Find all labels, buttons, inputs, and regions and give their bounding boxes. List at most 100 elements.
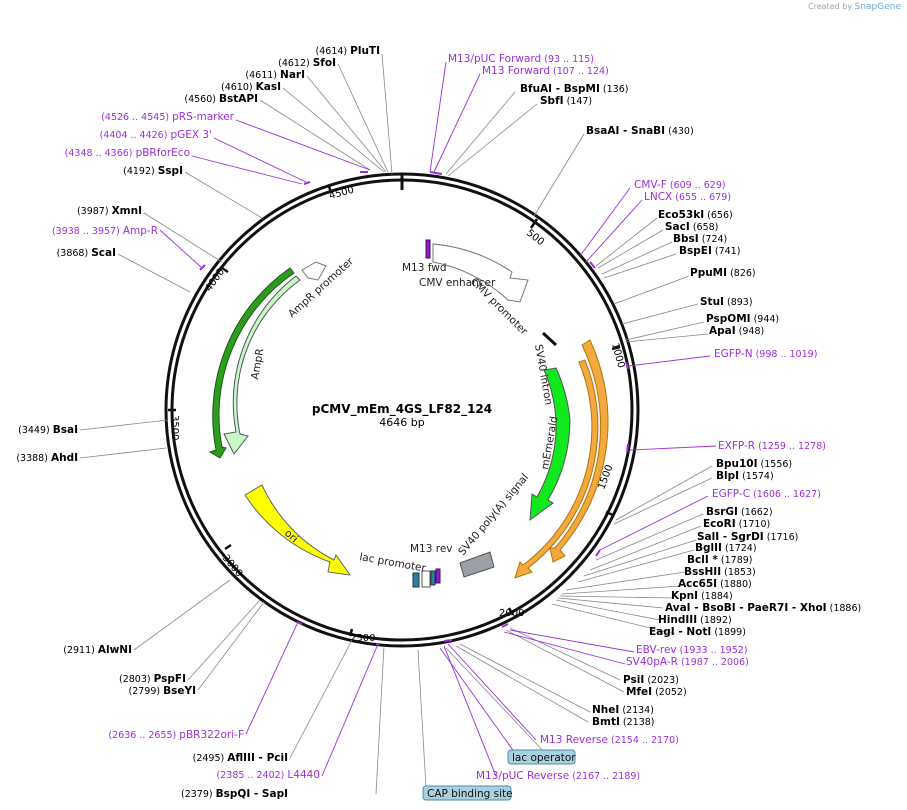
site-label-sbfI: SbfI (147) — [540, 95, 592, 107]
site-position: (2154 .. 2170) — [611, 735, 679, 746]
site-label-eagI: EagI - NotI (1899) — [649, 626, 746, 638]
site-label-m13pucrev: M13/pUC Reverse (2167 .. 2189) — [476, 770, 640, 782]
site-label-hindIII: HindIII (1892) — [658, 614, 732, 626]
site-position: (609 .. 629) — [670, 180, 726, 191]
site-name: PpuMI — [690, 267, 727, 279]
site-name: AflIII - PciI — [227, 752, 288, 764]
site-label-bspQI: (2379) BspQI - SapI — [181, 788, 288, 800]
site-name: EXFP-R — [718, 440, 755, 452]
site-label-bsaI: (3449) BsaI — [18, 424, 78, 436]
site-position: (4404 .. 4426) — [100, 130, 168, 141]
site-name: BssHII — [684, 566, 721, 578]
site-position: (2138) — [623, 717, 655, 728]
site-label-kpnI: KpnI (1884) — [671, 590, 733, 602]
site-position: (4192) — [123, 166, 155, 177]
site-name: M13/pUC Reverse — [476, 770, 569, 782]
site-name: EBV-rev — [636, 644, 677, 656]
site-label-bseYI: (2799) BseYI — [128, 685, 196, 697]
site-label-exfpr: EXFP-R (1259 .. 1278) — [718, 440, 826, 452]
tick-label-2000: 2000 — [499, 608, 524, 619]
site-name: L4440 — [287, 769, 320, 781]
site-position: (1987 .. 2006) — [681, 657, 749, 668]
site-name: pBR322ori-F — [179, 729, 244, 741]
tick-marks — [168, 185, 621, 637]
left-primer-callout-lines — [159, 119, 379, 777]
ampr-arrow — [223, 275, 301, 455]
left-callout-lines — [79, 53, 393, 795]
site-name: PsiI — [623, 674, 644, 686]
site-position: (998 .. 1019) — [756, 349, 818, 360]
site-position: (3868) — [57, 248, 89, 259]
site-name: KasI — [256, 81, 281, 93]
site-position: (4348 .. 4366) — [65, 148, 133, 159]
tick-label-3500: 3500 — [169, 415, 180, 440]
tick-label-2500: 2500 — [350, 633, 375, 644]
site-name: BspEI — [679, 245, 712, 257]
site-position: (2023) — [647, 675, 679, 686]
sv40-polya-box — [459, 551, 495, 578]
site-position: (2385 .. 2402) — [217, 770, 285, 781]
site-position: (1662) — [741, 507, 773, 518]
site-position: (1789) — [721, 555, 753, 566]
site-position: (2134) — [622, 705, 654, 716]
site-position: (1892) — [700, 615, 732, 626]
site-label-sspI: (4192) SspI — [123, 165, 183, 177]
site-label-pspFI: (2803) PspFI — [119, 673, 186, 685]
site-position: (136) — [603, 84, 629, 95]
site-label-eco53: Eco53kI (656) — [658, 209, 733, 221]
site-name: CMV-F — [634, 179, 667, 191]
site-label-bpu10I: Bpu10I (1556) — [716, 458, 792, 470]
site-label-narI: (4611) NarI — [245, 69, 305, 81]
site-name: BsaAI - SnaBI — [586, 125, 665, 137]
site-name: BsrGI — [706, 506, 738, 518]
site-label-scaI: (3868) ScaI — [57, 247, 116, 259]
site-position: (3388) — [16, 453, 48, 464]
site-label-ampr_p: (3938 .. 3957) Amp-R — [52, 225, 158, 237]
site-position: (741) — [715, 246, 741, 257]
site-position: (893) — [727, 297, 753, 308]
site-label-alwNI: (2911) AlwNI — [63, 644, 132, 656]
site-name: Eco53kI — [658, 209, 704, 221]
site-label-salI: SalI - SgrDI (1716) — [697, 531, 798, 543]
site-name: EGFP-C — [712, 488, 750, 500]
label-m13-fwd: M13 fwd — [402, 262, 447, 274]
site-label-ppuMI: PpuMI (826) — [690, 267, 756, 279]
site-label-bstapi: (4560) BstAPI — [184, 93, 258, 105]
site-label-prs: (4526 .. 4545) pRS-marker — [101, 111, 234, 123]
snapgene-logo: SnapGene — [854, 2, 901, 12]
site-name: ScaI — [91, 247, 116, 259]
site-label-ahdI: (3388) AhdI — [16, 452, 78, 464]
site-label-stuI: StuI (893) — [700, 296, 753, 308]
site-position: (656) — [707, 210, 733, 221]
site-position: (2799) — [128, 686, 160, 697]
site-name: SV40pA-R — [626, 656, 678, 668]
cmv-promoter-arrow — [432, 243, 529, 303]
plasmid-name: pCMV_mEm_4GS_LF82_124 — [312, 402, 492, 417]
site-name: Amp-R — [123, 225, 158, 237]
site-position: (1556) — [761, 459, 793, 470]
site-label-lncx: LNCX (655 .. 679) — [644, 191, 731, 203]
cap-site-box — [422, 785, 512, 801]
site-position: (2911) — [63, 645, 95, 656]
site-name: BfuAI - BspMI — [520, 83, 600, 95]
site-position: (430) — [668, 126, 694, 137]
cap-site-marker — [412, 572, 420, 588]
site-position: (1724) — [725, 543, 757, 554]
plasmid-length: 4646 bp — [379, 416, 424, 429]
site-position: (2495) — [193, 753, 225, 764]
site-name: EGFP-N — [714, 348, 753, 360]
site-label-apaI: ApaI (948) — [709, 325, 764, 337]
site-name: BmtI — [592, 716, 620, 728]
site-position: (2052) — [655, 687, 687, 698]
site-label-acc65I: Acc65I (1880) — [678, 578, 752, 590]
site-label-aflIII: (2495) AflIII - PciI — [193, 752, 288, 764]
site-position: (4526 .. 4545) — [101, 112, 169, 123]
site-position: (826) — [730, 268, 756, 279]
site-name: AlwNI — [98, 644, 132, 656]
site-position: (655 .. 679) — [675, 192, 731, 203]
site-position: (2636 .. 2655) — [108, 730, 176, 741]
lac-promoter-marker — [421, 570, 431, 588]
lac-operator-box — [507, 749, 576, 765]
site-label-bsrGI: BsrGI (1662) — [706, 506, 773, 518]
